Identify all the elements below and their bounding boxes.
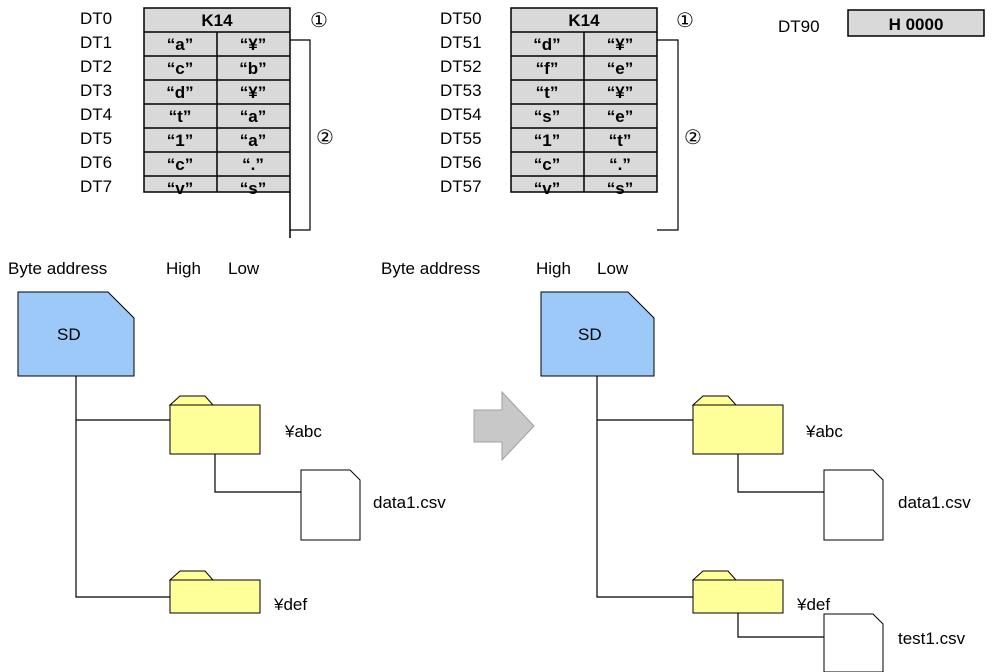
right-cell-r2-high: “f” — [536, 59, 559, 78]
left-cell-r6-low: “.” — [242, 155, 264, 174]
right-cell-r5-high: “1” — [534, 131, 560, 150]
transition-arrow-icon — [473, 390, 535, 462]
left-file-data1-icon — [300, 469, 361, 541]
left-folder-def-icon — [169, 579, 261, 614]
right-footer-byte-address: Byte address — [381, 259, 480, 278]
right-cell-r5-low: “t” — [609, 131, 632, 150]
dt90-box — [847, 9, 985, 37]
left-marker-1: ① — [310, 10, 328, 32]
left-cell-r7-low: “s” — [240, 179, 266, 198]
right-footer-high: High — [536, 259, 571, 278]
right-marker-1: ① — [676, 10, 694, 32]
left-label-dt6: DT6 — [80, 153, 112, 172]
left-footer-high: High — [166, 259, 201, 278]
right-folder-abc-tab — [691, 395, 738, 406]
left-tree-trunk — [75, 376, 170, 598]
left-cell-r2-high: “c” — [167, 59, 193, 78]
left-folder-def-label: ¥def — [273, 595, 307, 614]
right-label-dt51: DT51 — [440, 33, 482, 52]
left-cell-r5-low: “a” — [240, 131, 266, 150]
dt90-value: H 0000 — [889, 15, 944, 34]
right-folder-def-label: ¥def — [796, 595, 830, 614]
left-footer-byte-address: Byte address — [8, 259, 107, 278]
right-cell-r4-high: “s” — [534, 107, 560, 126]
left-register-table: DT0 DT1 DT2 DT3 DT4 DT5 DT6 DT7 K14 “a” … — [8, 7, 334, 278]
right-cell-r7-low: “s” — [607, 179, 633, 198]
right-file-test1-icon — [823, 613, 884, 672]
left-footer-low: Low — [228, 259, 260, 278]
right-cell-r6-low: “.” — [609, 155, 631, 174]
right-label-dt50: DT50 — [440, 9, 482, 28]
left-label-dt3: DT3 — [80, 81, 112, 100]
left-label-dt7: DT7 — [80, 177, 112, 196]
right-cell-r3-high: “t” — [536, 83, 559, 102]
right-label-dt52: DT52 — [440, 57, 482, 76]
right-sd-card-icon — [540, 291, 655, 377]
right-folder-abc-label: ¥abc — [805, 422, 843, 441]
left-cell-r3-high: “d” — [166, 83, 193, 102]
left-bracket — [290, 39, 311, 231]
left-label-dt0: DT0 — [80, 9, 112, 28]
left-cell-r4-high: “t” — [169, 107, 192, 126]
right-register-table: DT50 DT51 DT52 DT53 DT54 DT55 DT56 DT57 … — [381, 7, 702, 278]
left-cell-r4-low: “a” — [240, 107, 266, 126]
left-cell-r1-low: “¥” — [240, 35, 266, 54]
right-label-dt55: DT55 — [440, 129, 482, 148]
left-cell-r3-low: “¥” — [240, 83, 266, 102]
right-file-test1-label: test1.csv — [898, 629, 966, 648]
left-cell-r6-high: “c” — [167, 155, 193, 174]
right-sd-label: SD — [578, 325, 602, 344]
left-label-dt5: DT5 — [80, 129, 112, 148]
right-tree-trunk — [596, 376, 693, 598]
right-header-value: K14 — [568, 11, 600, 30]
left-cell-r7-high: “v” — [167, 179, 193, 198]
right-folder-abc-icon — [692, 404, 784, 455]
right-cell-r1-high: “d” — [533, 35, 560, 54]
left-cell-r5-high: “1” — [167, 131, 193, 150]
left-folder-tree: SD ¥abc data1.csv ¥def — [17, 291, 446, 614]
right-cell-r4-low: “e” — [607, 107, 633, 126]
dt90-label: DT90 — [778, 17, 820, 36]
left-label-dt4: DT4 — [80, 105, 112, 124]
right-marker-2: ② — [684, 127, 702, 149]
left-file-data1-label: data1.csv — [373, 493, 446, 512]
dt90-register: DT90 H 0000 — [778, 9, 985, 37]
left-folder-abc-label: ¥abc — [284, 422, 322, 441]
left-header-value: K14 — [201, 11, 233, 30]
left-folder-abc-icon — [169, 404, 261, 455]
left-cell-r1-high: “a” — [167, 35, 193, 54]
left-folder-abc-tab — [168, 395, 215, 406]
right-label-dt57: DT57 — [440, 177, 482, 196]
left-label-dt1: DT1 — [80, 33, 112, 52]
right-label-dt53: DT53 — [440, 81, 482, 100]
right-cell-r1-low: “¥” — [607, 35, 633, 54]
right-cell-r3-low: “¥” — [607, 83, 633, 102]
right-file-data1-icon — [823, 469, 884, 541]
right-cell-r7-high: “v” — [534, 179, 560, 198]
left-label-dt2: DT2 — [80, 57, 112, 76]
right-label-dt54: DT54 — [440, 105, 482, 124]
right-bracket — [657, 39, 679, 231]
right-file-data1-label: data1.csv — [898, 493, 971, 512]
right-label-dt56: DT56 — [440, 153, 482, 172]
left-marker-2: ② — [316, 127, 334, 149]
left-sd-card-icon — [17, 291, 135, 377]
left-sd-label: SD — [57, 325, 81, 344]
right-cell-r6-high: “c” — [534, 155, 560, 174]
right-folder-tree: SD ¥abc data1.csv ¥def test1.csv — [540, 291, 971, 672]
right-folder-def-tab — [691, 570, 738, 581]
right-cell-r2-low: “e” — [607, 59, 633, 78]
right-folder-def-icon — [692, 579, 784, 614]
left-cell-r2-low: “b” — [239, 59, 266, 78]
right-footer-low: Low — [597, 259, 629, 278]
left-folder-def-tab — [168, 570, 215, 581]
